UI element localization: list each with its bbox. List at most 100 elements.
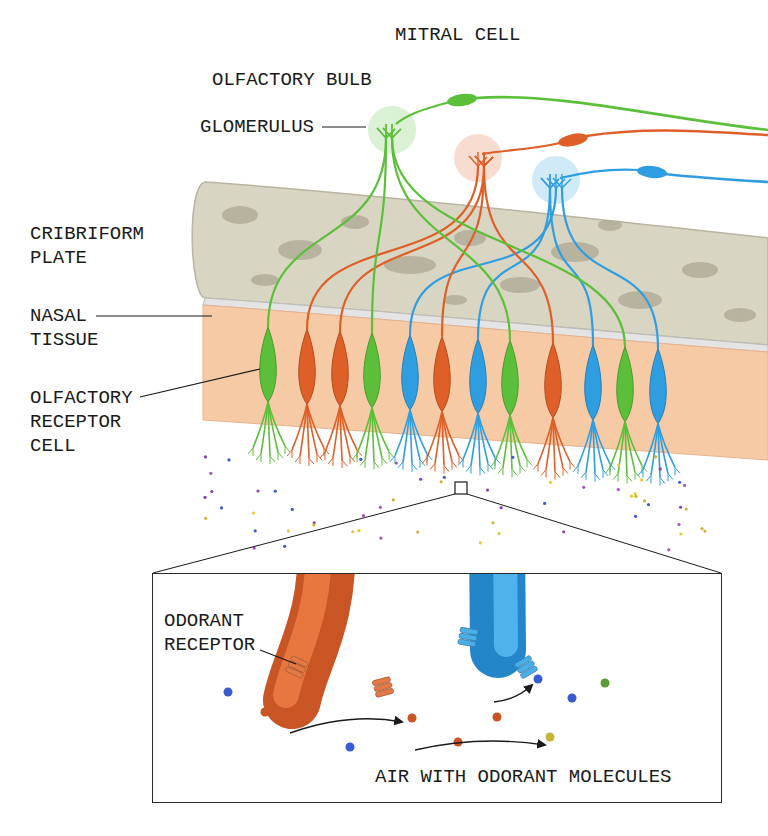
receptor-cell-body <box>364 333 381 408</box>
odorant-molecule <box>408 714 417 723</box>
odorant-dot <box>357 529 360 532</box>
odorant-dot <box>654 455 657 458</box>
axon-terminal <box>562 179 571 188</box>
axon-terminal <box>392 129 401 138</box>
receptor-cell-body <box>585 345 602 420</box>
odorant-molecule <box>493 713 502 722</box>
tube-highlight <box>286 574 318 695</box>
cilia <box>309 458 314 466</box>
cilia <box>342 460 347 468</box>
odorant-dot <box>549 481 552 484</box>
receptor-cell-body <box>650 348 667 423</box>
axon-terminal <box>475 156 484 166</box>
dendrite <box>593 420 610 464</box>
axon-terminal <box>484 157 493 166</box>
nasal-tissue <box>203 305 768 460</box>
axon-terminal <box>541 178 550 188</box>
dendrite <box>435 412 442 464</box>
cilia <box>422 458 427 466</box>
cilia <box>613 474 618 482</box>
dendrite <box>503 415 510 467</box>
dendrite <box>300 404 307 456</box>
odorant-dot <box>582 486 585 489</box>
cilia <box>581 472 586 480</box>
cilia <box>660 477 665 485</box>
bone-pore <box>682 262 718 278</box>
cilia <box>328 458 333 466</box>
receptor-helix <box>290 655 308 667</box>
axon <box>562 188 658 348</box>
odorant-dot <box>392 498 395 501</box>
tube-highlight <box>505 574 506 645</box>
axon <box>268 138 386 327</box>
dendrite <box>268 402 285 446</box>
leader-line <box>140 369 260 397</box>
odorant-dot <box>703 529 706 532</box>
odorant-dot <box>210 490 213 493</box>
odorant-dot <box>256 489 259 492</box>
cilia <box>573 466 578 474</box>
odorant-dot <box>351 530 354 533</box>
dendrite <box>546 418 553 470</box>
part-label: GLOMERULUS <box>200 115 340 139</box>
mitral-cell-body <box>446 92 477 108</box>
bone-pore <box>724 308 756 322</box>
bone-pore <box>598 219 622 231</box>
cilia <box>512 469 517 477</box>
odorant-dot <box>685 507 688 510</box>
odorant-dot <box>647 503 650 506</box>
odorant-receptor <box>372 676 394 697</box>
cilia <box>360 460 365 468</box>
cilia <box>382 458 387 466</box>
dendrite <box>403 410 410 462</box>
axon <box>410 188 556 335</box>
cilia <box>320 452 325 460</box>
odorant-molecule <box>534 675 543 684</box>
cilia <box>374 462 379 470</box>
odorant-dot <box>617 488 620 491</box>
receptor-cell-body <box>332 331 349 406</box>
odorant-dot <box>679 532 682 535</box>
dendrite <box>307 404 324 448</box>
odorant-dot <box>283 545 286 548</box>
odorant-dot <box>419 478 422 481</box>
dendrite <box>510 415 527 459</box>
receptor-cell-body <box>617 347 634 422</box>
cilia <box>498 467 503 475</box>
mitral-cell-body <box>636 164 667 179</box>
odorant-dot <box>643 499 646 502</box>
odorant-dot <box>543 502 546 505</box>
zoom-line <box>467 494 721 573</box>
cilia <box>480 468 485 476</box>
dendrite <box>651 423 658 475</box>
axon-terminal <box>475 156 484 166</box>
bone-pore <box>251 274 279 286</box>
cilia <box>352 454 357 462</box>
odorant-molecule <box>346 743 355 752</box>
cilia <box>390 456 395 464</box>
odorant-dot <box>511 456 514 459</box>
odorant-dot <box>443 476 446 479</box>
air-flow-arrow <box>290 719 402 733</box>
cilia <box>412 464 417 472</box>
axon <box>307 166 478 329</box>
odorant-dot <box>500 506 503 509</box>
axon-terminal <box>391 124 392 138</box>
odorant-molecule <box>546 733 555 742</box>
odorant-dot <box>479 541 482 544</box>
dendrite <box>372 408 389 452</box>
cilia <box>563 468 568 476</box>
axon-terminal <box>549 174 550 188</box>
part-label: NASAL TISSUE <box>30 304 160 352</box>
odorant-dot <box>678 481 681 484</box>
axon-group <box>268 124 658 348</box>
odorant-dot <box>440 480 443 483</box>
dendrite <box>333 406 340 458</box>
receptor-cell-body <box>502 340 519 415</box>
mitral-dendrite <box>560 169 639 178</box>
odorant-dot <box>497 532 500 535</box>
axon-terminal <box>484 157 493 166</box>
receptor-cell-body <box>434 337 451 412</box>
odorant-dot <box>254 529 257 532</box>
odorant-dot <box>562 530 565 533</box>
